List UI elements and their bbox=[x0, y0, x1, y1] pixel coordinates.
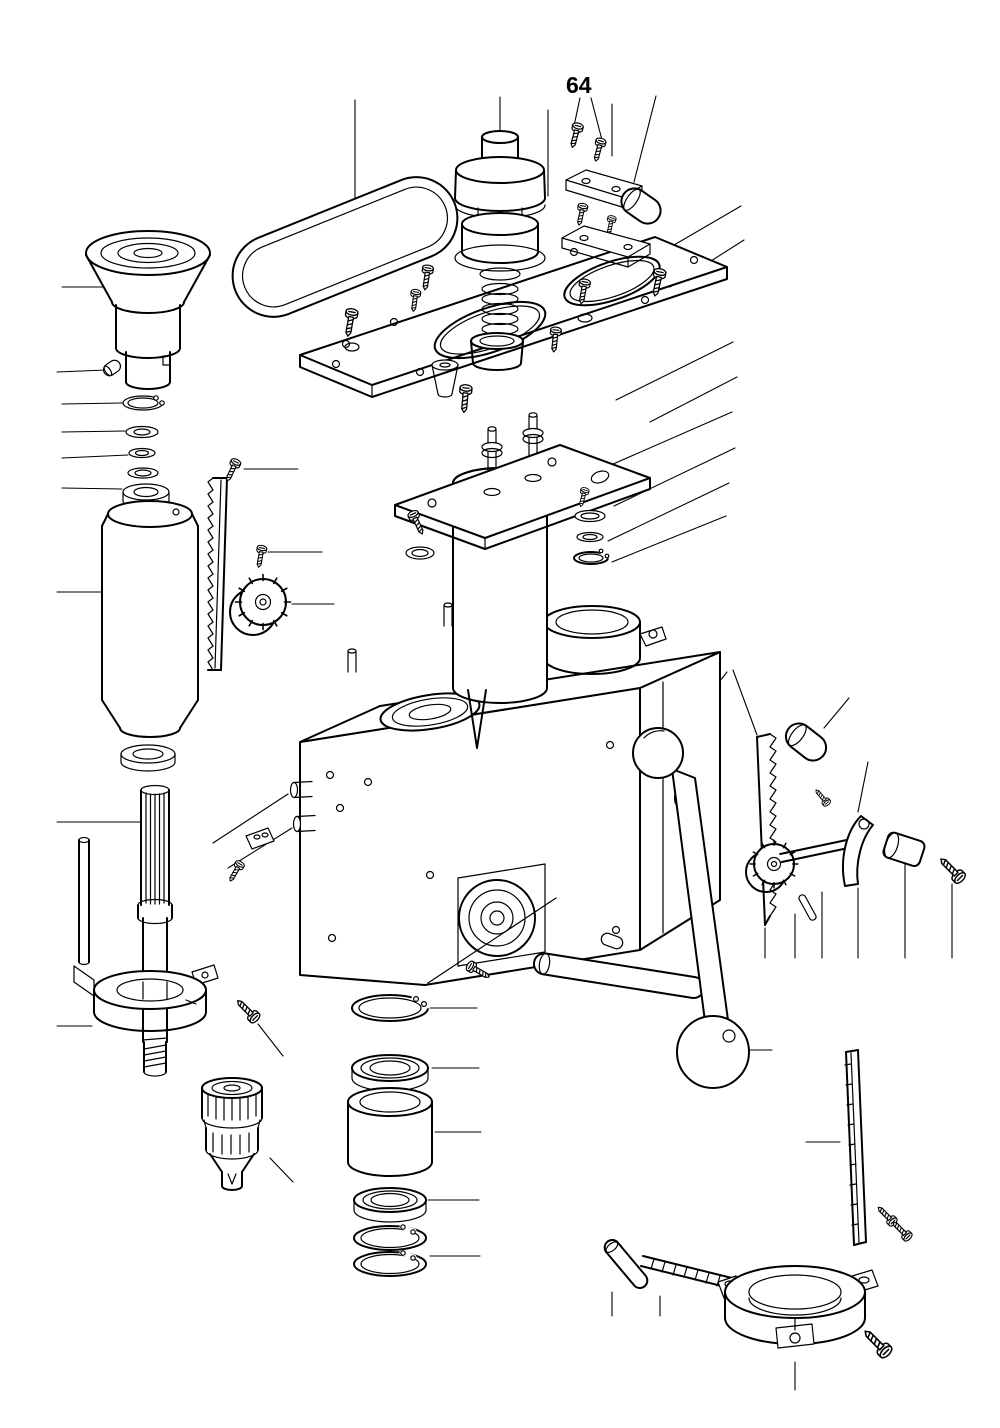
spacer-rings-left bbox=[122, 394, 170, 510]
snap-ring-lower bbox=[353, 1224, 427, 1277]
washer bbox=[120, 744, 176, 772]
lock-pins bbox=[289, 780, 316, 833]
ball-bearing-lower bbox=[353, 1187, 427, 1223]
screw-icon bbox=[407, 288, 422, 313]
shaft-pin bbox=[784, 722, 828, 762]
pin-cylinder bbox=[620, 187, 662, 225]
screw-icon bbox=[590, 136, 608, 163]
small-pin bbox=[600, 932, 624, 950]
screw-icon bbox=[547, 325, 563, 354]
drill-chuck bbox=[201, 1077, 263, 1191]
feed-shaft-cluster bbox=[745, 722, 968, 926]
handle-knob bbox=[632, 727, 684, 779]
dowel-pin bbox=[102, 359, 122, 377]
column-bore-boss bbox=[543, 605, 667, 675]
column-rack-upper bbox=[756, 733, 777, 926]
quill-sleeve bbox=[101, 500, 199, 772]
screw-icon bbox=[341, 307, 360, 338]
snap-ring bbox=[351, 994, 431, 1022]
screw-icon bbox=[253, 544, 268, 569]
column-rack bbox=[844, 1049, 915, 1246]
pinion-gear bbox=[229, 573, 292, 636]
pulley-cover bbox=[85, 230, 211, 390]
bearing-stack bbox=[347, 994, 433, 1277]
bearing-boss bbox=[458, 879, 536, 957]
handle-ball bbox=[676, 1015, 750, 1089]
screw-icon bbox=[935, 853, 968, 886]
screw-icon bbox=[232, 995, 263, 1026]
table-clamp-bolt bbox=[603, 1239, 744, 1292]
motor-mount-hardware bbox=[561, 121, 662, 268]
spring-cup bbox=[470, 332, 524, 371]
ball-bearing-upper bbox=[351, 1054, 429, 1092]
spindle-shaft bbox=[137, 784, 173, 1077]
callout-64-label: 64 bbox=[566, 72, 592, 98]
feed-handle bbox=[632, 727, 750, 1089]
belt-guard-plate bbox=[299, 236, 728, 414]
screw-icon bbox=[573, 201, 589, 227]
screw-icon bbox=[418, 263, 435, 292]
screw-icon bbox=[457, 383, 473, 414]
quill-small-parts bbox=[405, 486, 611, 565]
spindle-clamp-collar bbox=[73, 964, 263, 1032]
screw-icon bbox=[225, 858, 246, 884]
depth-stop-rod bbox=[78, 836, 90, 966]
quill-rack bbox=[207, 456, 268, 671]
screw-icon bbox=[812, 786, 833, 808]
stop-bracket bbox=[245, 827, 275, 850]
feed-pinion-gear bbox=[745, 839, 799, 893]
clamp-lever bbox=[841, 815, 874, 887]
spindle-tip bbox=[467, 689, 487, 749]
roll-pin bbox=[798, 894, 817, 921]
screw-icon bbox=[566, 121, 585, 150]
column-clamp-collar bbox=[717, 1265, 895, 1361]
screw-icon bbox=[859, 1325, 895, 1361]
spacer-sleeve bbox=[347, 1087, 433, 1177]
quill-bore-boss bbox=[379, 692, 481, 732]
clamp-rod bbox=[532, 932, 706, 999]
lower-bracket bbox=[561, 225, 651, 268]
quill-top-plate bbox=[394, 412, 651, 550]
drive-belt bbox=[231, 176, 459, 318]
rubber-cone-foot bbox=[431, 359, 459, 398]
spindle-pulley-assembly bbox=[454, 130, 546, 371]
screw-icon bbox=[889, 1218, 915, 1244]
bushing bbox=[882, 831, 926, 867]
